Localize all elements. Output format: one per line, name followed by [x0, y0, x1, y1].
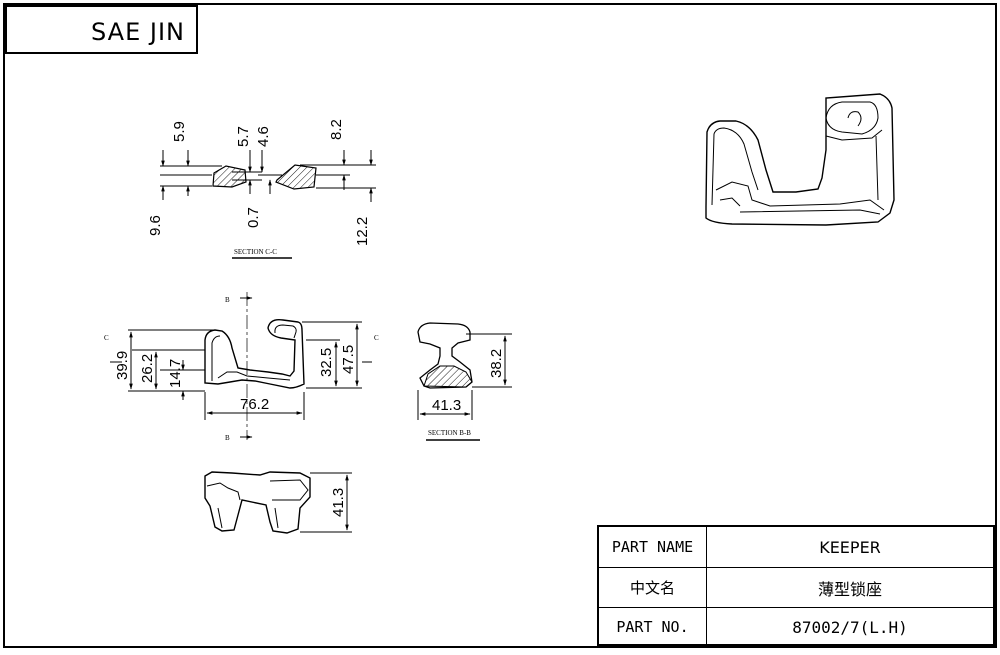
- section-bb-dims: [417, 333, 512, 441]
- logo-box: SAE JIN: [5, 5, 198, 54]
- title-row-chinese-name: 中文名 薄型锁座: [599, 567, 993, 607]
- section-cc-right-profile: [275, 164, 317, 190]
- section-cc-view: [160, 150, 376, 259]
- chinese-name-value: 薄型锁座: [817, 579, 882, 599]
- front-view-marker-c-left: C: [104, 334, 109, 342]
- front-view-marker-b-bottom: B: [225, 434, 230, 442]
- dim-cc-d: 8.2: [328, 119, 345, 140]
- dim-top-h: 41.3: [330, 488, 347, 517]
- dim-cc-e: 9.6: [147, 215, 164, 236]
- part-no-value: 87002/7(L.H): [792, 617, 908, 637]
- dim-cc-a: 5.9: [171, 121, 188, 142]
- front-view-outline: [204, 318, 305, 389]
- dim-front-w: 76.2: [240, 396, 269, 413]
- front-view: [204, 318, 305, 389]
- dim-front-h5: 47.5: [340, 345, 357, 374]
- top-view-outline: [204, 471, 311, 534]
- dim-front-h2: 26.2: [139, 354, 156, 383]
- brand-name: SAE JIN: [91, 18, 185, 46]
- dim-cc-g: 12.2: [354, 217, 371, 246]
- front-view-marker-b-top: B: [225, 296, 230, 304]
- top-view-dims: [300, 472, 352, 533]
- title-row-part-name: PART NAME KEEPER: [599, 527, 993, 567]
- front-view-dims: [110, 292, 372, 440]
- part-name-value: KEEPER: [819, 537, 881, 557]
- dim-bb-h: 38.2: [488, 349, 505, 378]
- isometric-view: [705, 93, 895, 226]
- dim-front-h4: 32.5: [318, 348, 335, 377]
- section-cc-dimensions: 5.9 5.7 4.6 8.2 9.6 0.7 12.2 SECTION C-C: [147, 119, 371, 256]
- front-view-marker-c-right: C: [374, 334, 379, 342]
- section-cc-left-profile: [212, 165, 247, 188]
- part-no-label: PART NO.: [599, 608, 707, 646]
- title-row-part-no: PART NO. 87002/7(L.H): [599, 607, 993, 646]
- part-name-label: PART NAME: [599, 527, 707, 567]
- dim-front-h1: 39.9: [114, 351, 131, 380]
- section-cc-label: SECTION C-C: [234, 248, 277, 256]
- dim-cc-b: 5.7: [235, 126, 252, 147]
- section-bb-outline: [417, 322, 473, 389]
- dim-cc-f: 0.7: [245, 207, 262, 228]
- dim-bb-w: 41.3: [432, 397, 461, 414]
- dim-front-h3: 14.7: [167, 359, 184, 388]
- chinese-name-label: 中文名: [599, 568, 707, 607]
- title-block: PART NAME KEEPER 中文名 薄型锁座 PART NO. 87002…: [597, 525, 995, 646]
- dim-cc-c: 4.6: [255, 126, 272, 147]
- iso-outline: [705, 93, 895, 226]
- section-bb-hatch: [423, 365, 473, 388]
- section-bb-view: [417, 322, 473, 389]
- top-view: [204, 471, 311, 534]
- front-view-dimension-labels: 39.9 26.2 14.7 76.2 32.5 47.5 B B C C: [104, 296, 379, 442]
- section-bb-labels: 38.2 41.3 SECTION B-B: [428, 349, 505, 437]
- section-bb-label: SECTION B-B: [428, 429, 471, 437]
- sheet-border: [3, 3, 997, 648]
